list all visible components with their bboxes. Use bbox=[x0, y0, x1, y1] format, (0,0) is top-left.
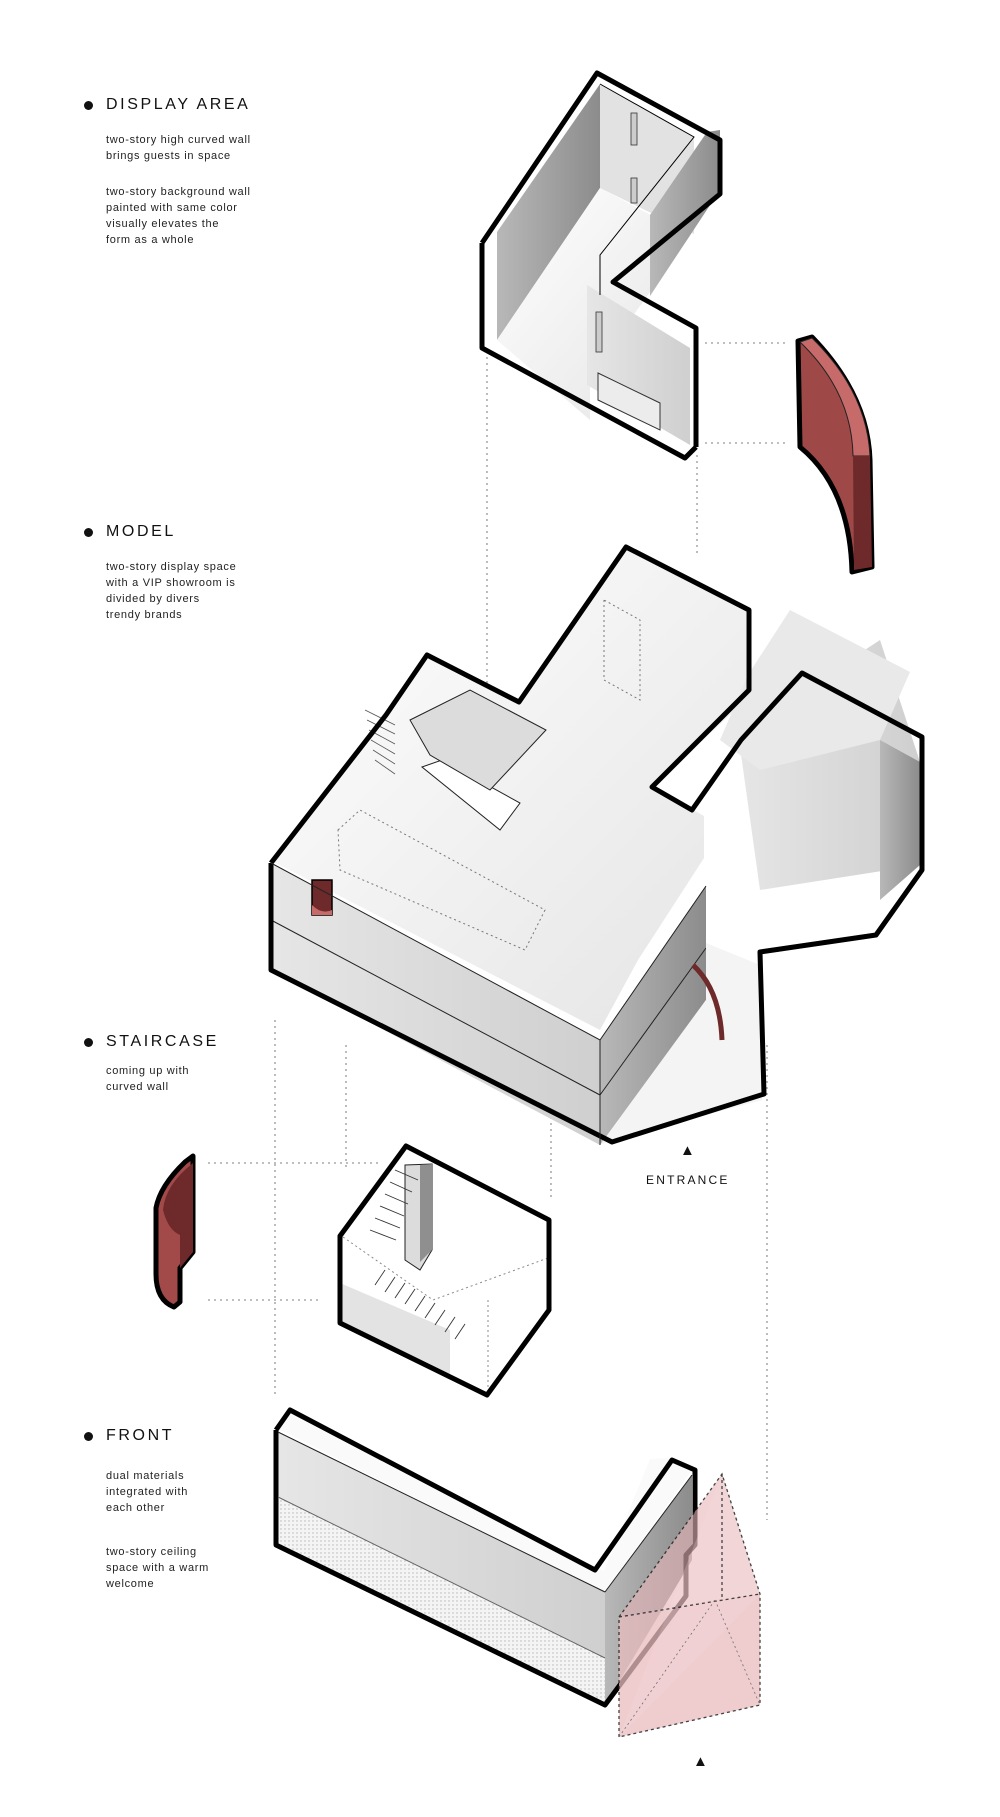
staircase-block bbox=[337, 1143, 552, 1398]
heading-text: DISPLAY AREA bbox=[106, 96, 251, 113]
front-entrance-arrow-icon: ▲ bbox=[693, 1753, 708, 1770]
bullet-icon bbox=[84, 1037, 93, 1047]
section-staircase: STAIRCASE coming up with curved wall bbox=[84, 1033, 314, 1095]
heading-staircase: STAIRCASE bbox=[84, 1033, 314, 1051]
heading-display-area: DISPLAY AREA bbox=[84, 96, 314, 114]
section-model: MODEL two-story display space with a VIP… bbox=[84, 523, 314, 623]
display-area-block bbox=[479, 70, 723, 461]
description-paragraph: dual materials integrated with each othe… bbox=[106, 1470, 189, 1514]
entrance-label: ENTRANCE bbox=[646, 1173, 730, 1187]
front-block bbox=[273, 1407, 698, 1708]
description-paragraph: two-story background wall painted with s… bbox=[106, 186, 251, 246]
section-front: FRONT dual materials integrated with eac… bbox=[84, 1427, 314, 1592]
heading-model: MODEL bbox=[84, 523, 314, 541]
description-paragraph: two-story display space with a VIP showr… bbox=[106, 561, 237, 621]
heading-front: FRONT bbox=[84, 1427, 314, 1445]
heading-text: MODEL bbox=[106, 523, 176, 540]
red-curved-wall-display bbox=[795, 334, 875, 575]
red-curved-wall-staircase bbox=[153, 1153, 196, 1310]
section-display-area: DISPLAY AREA two-story high curved wall … bbox=[84, 96, 314, 248]
description-paragraph: coming up with curved wall bbox=[106, 1065, 190, 1093]
glass-prism bbox=[618, 1472, 761, 1738]
model-main-block bbox=[268, 544, 925, 1145]
description-paragraph: two-story high curved wall brings guests… bbox=[106, 134, 251, 162]
heading-text: STAIRCASE bbox=[106, 1033, 219, 1050]
bullet-icon bbox=[84, 1431, 93, 1441]
entrance-arrow-icon: ▲ bbox=[680, 1142, 695, 1159]
heading-text: FRONT bbox=[106, 1427, 175, 1444]
bullet-icon bbox=[84, 527, 93, 537]
bullet-icon bbox=[84, 100, 93, 110]
description-paragraph: two-story ceiling space with a warm welc… bbox=[106, 1546, 209, 1590]
